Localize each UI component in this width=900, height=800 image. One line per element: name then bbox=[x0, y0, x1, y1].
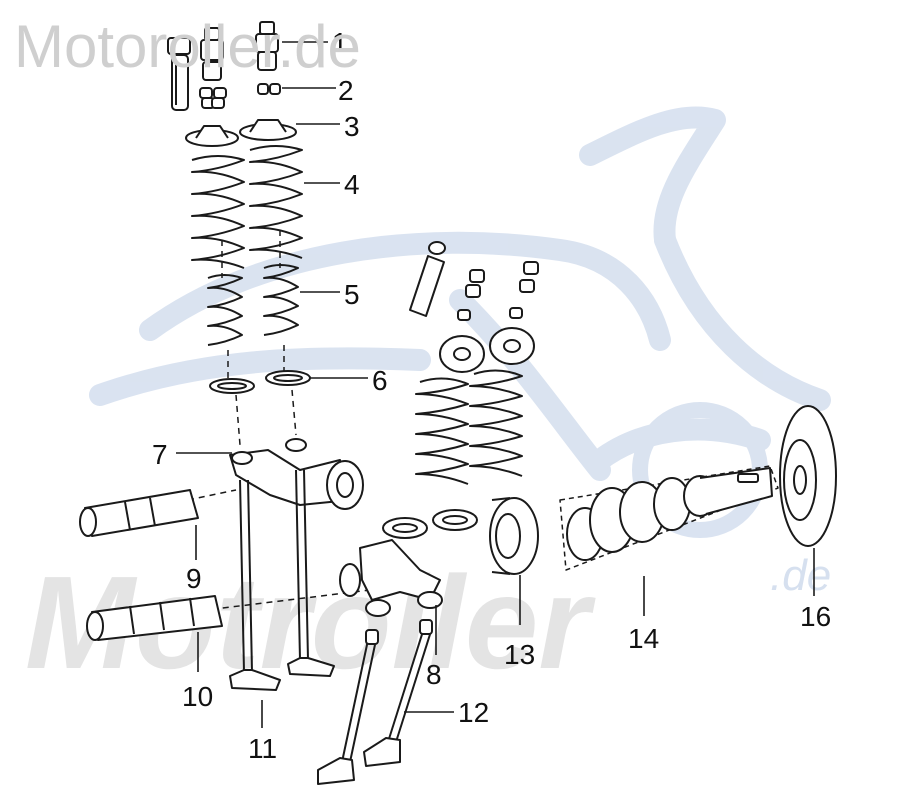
alignment-lines bbox=[187, 230, 371, 613]
callout-7: 7 bbox=[152, 439, 168, 470]
callout-8: 8 bbox=[426, 659, 442, 690]
callout-10: 10 bbox=[182, 681, 213, 712]
part-10-rocker-shaft bbox=[86, 595, 223, 641]
callout-2: 2 bbox=[338, 75, 354, 106]
svg-text:.de: .de bbox=[770, 551, 831, 600]
valve-stem-right-top bbox=[409, 241, 539, 373]
callout-13: 13 bbox=[504, 639, 535, 670]
valve-parts-drawing bbox=[79, 21, 837, 785]
part-7-rocker-arm-assembly bbox=[229, 438, 364, 510]
callout-12: 12 bbox=[458, 697, 489, 728]
part-2-collet bbox=[199, 83, 281, 109]
scooter-logo-watermark bbox=[89, 106, 831, 538]
callout-11: 11 bbox=[248, 733, 277, 764]
part-16-bearing bbox=[779, 405, 837, 547]
part-5-inner-valve-spring bbox=[207, 264, 299, 346]
callout-9: 9 bbox=[186, 563, 202, 594]
part-14-camshaft bbox=[559, 465, 779, 571]
callout-6: 6 bbox=[372, 365, 388, 396]
right-valve-springs bbox=[415, 369, 523, 485]
callout-4: 4 bbox=[344, 169, 360, 200]
part-6-spring-seat-washer bbox=[209, 370, 311, 394]
part-1-valve-stem-seal bbox=[255, 21, 279, 71]
callout-5: 5 bbox=[344, 279, 360, 310]
callout-14: 14 bbox=[628, 623, 659, 654]
site-watermark-text: Motoroller.de bbox=[14, 13, 361, 80]
callout-16: 16 bbox=[800, 601, 831, 632]
part-11-valve bbox=[229, 469, 335, 691]
callout-3: 3 bbox=[344, 111, 360, 142]
part-12-valve bbox=[317, 619, 433, 785]
valve-cotter-left bbox=[167, 37, 191, 111]
part-13-oil-seal bbox=[489, 497, 539, 575]
callout-leader-lines bbox=[176, 41, 815, 728]
part-4-outer-valve-spring bbox=[191, 145, 303, 269]
part-9-rocker-shaft bbox=[79, 489, 199, 537]
part-3-spring-retainer bbox=[185, 119, 297, 147]
callout-numbers: 1 2 3 4 5 6 7 8 9 10 11 12 13 14 16 bbox=[152, 27, 831, 764]
part-8-rocker-arm bbox=[339, 539, 443, 617]
valve-stem-top-mid bbox=[200, 27, 224, 81]
callout-1: 1 bbox=[332, 27, 348, 58]
right-spring-washers bbox=[382, 509, 478, 539]
